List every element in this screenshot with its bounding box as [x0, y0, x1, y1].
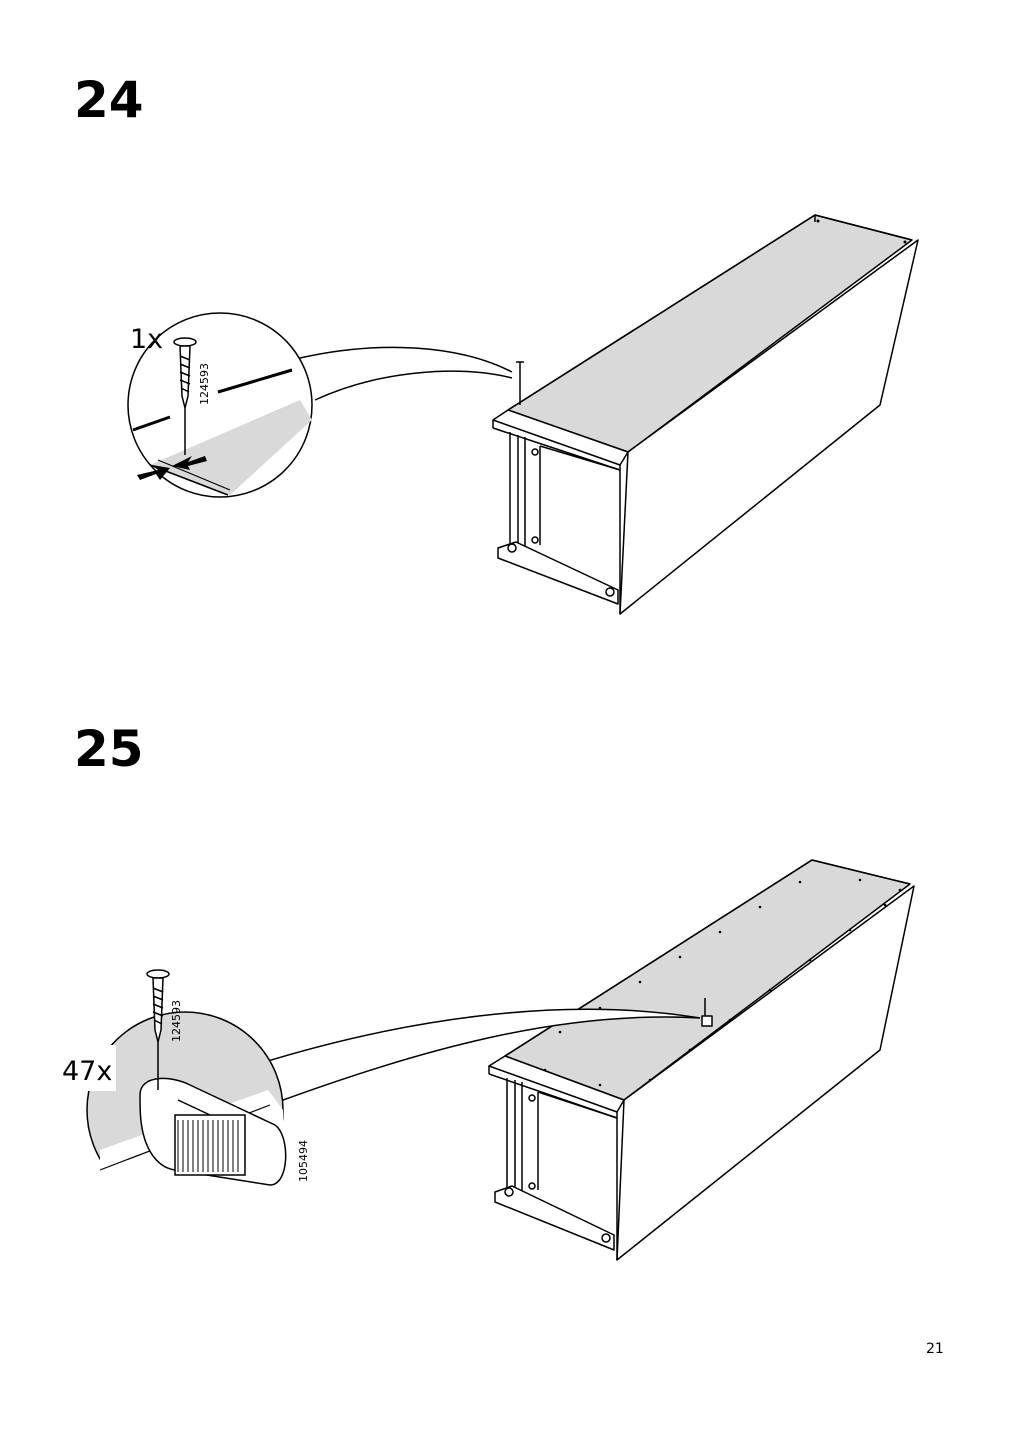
screw-icon: [146, 969, 170, 1090]
step-24-number: 24: [74, 71, 144, 129]
part-number-label: 124593: [170, 1000, 183, 1042]
cabinet-illustration: [492, 214, 919, 615]
zoom-detail-circle: [86, 969, 287, 1210]
hole-markers: [543, 878, 902, 1087]
support-part-number-label: 105494: [297, 1140, 310, 1182]
quantity-label: 1x: [130, 324, 163, 355]
quantity-label: 47x: [62, 1056, 112, 1087]
step-24-illustration: 1x 124593: [127, 214, 919, 615]
part-number-label: 124593: [198, 363, 211, 405]
zoom-callout-connector: [257, 1008, 701, 1105]
zoom-detail-circle: [127, 312, 313, 498]
page-number: 21: [926, 1341, 944, 1357]
cabinet-illustration: [488, 859, 915, 1261]
step-25-illustration: 47x 124593 105494: [60, 859, 915, 1261]
zoom-callout-connector: [299, 346, 513, 401]
step-25-number: 25: [74, 720, 144, 778]
shelf-support-icon: [139, 1077, 287, 1186]
screw-icon: [173, 337, 197, 455]
alignment-arrows-icon: [137, 456, 207, 480]
